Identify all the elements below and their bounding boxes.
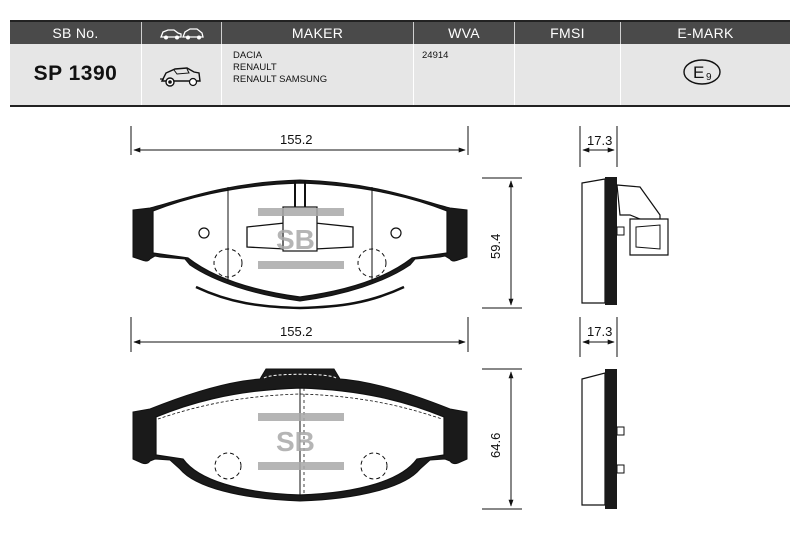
sb-watermark-1: SB [258,208,344,269]
e-mark-letter: E [693,63,704,82]
table-header-row: SB No. MAKER WVA FMSI E-MARK [10,20,790,44]
pad-1-front-view: 155.2 SB 59.4 [130,126,522,310]
maker-list: DACIA RENAULT RENAULT SAMSUNG [233,50,327,86]
wva-number: 24914 [422,50,449,61]
header-emark: E-MARK [677,25,734,41]
car-pair-icon [159,28,204,40]
pad-2-height-label: 64.6 [488,433,503,458]
header-sb-no: SB No. [10,22,142,44]
list-item: DACIA [233,50,263,61]
header-fmsi: FMSI [515,22,621,44]
pad-2-front-view: 155.2 SB 64.6 [130,317,522,510]
header-maker: MAKER [222,22,414,44]
pad-2-thickness-label: 17.3 [587,324,612,339]
header-wva: WVA [414,22,515,44]
pad-2-width-label: 155.2 [280,324,313,339]
svg-text:SB: SB [276,224,315,255]
table-row: SP 1390 DACIA RENAULT RENAULT SAMSUNG 24… [10,44,790,107]
brake-pad-drawing: 155.2 SB 59.4 [130,126,669,510]
e-mark-badge: E 9 [683,59,721,85]
pad-1-side-view: 17.3 [579,126,669,305]
svg-text:SB: SB [276,426,315,457]
sb-watermark-2: SB [258,413,344,470]
header-car-icon-cell [142,22,222,44]
list-item: RENAULT [233,62,277,73]
pad-1-height-label: 59.4 [488,234,503,259]
pad-2-side-view: 17.3 [579,317,625,509]
car-front-brake-icon [160,67,201,87]
part-number: SP 1390 [33,62,118,85]
e-mark-number: 9 [706,72,712,83]
pad-1-width-label: 155.2 [280,132,313,147]
spec-table: SB No. MAKER WVA FMSI E-MARK SP 1390 [10,20,790,107]
pad-1-thickness-label: 17.3 [587,133,612,148]
list-item: RENAULT SAMSUNG [233,74,328,85]
